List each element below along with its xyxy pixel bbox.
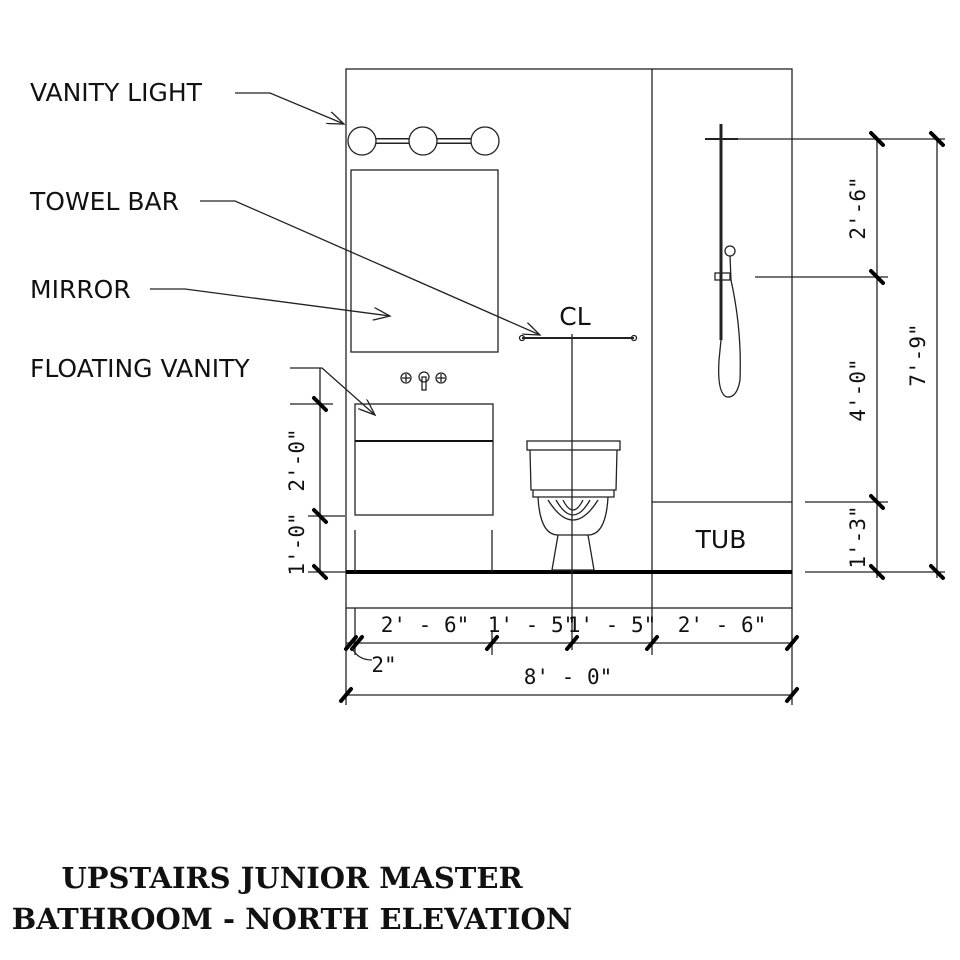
towel-bar <box>518 334 638 342</box>
dim-overall-width: 8' - 0" <box>524 665 613 689</box>
dim-vanity-height: 2'-0" <box>285 428 309 491</box>
dim-tub-height: 1'-3" <box>846 505 870 568</box>
drawing-title-line1: UPSTAIRS JUNIOR MASTER <box>61 861 523 895</box>
floating-vanity <box>354 403 494 572</box>
label-towel-bar: TOWEL BAR <box>29 187 179 216</box>
label-mirror: MIRROR <box>30 275 131 304</box>
dim-overall-height: 7'-9" <box>906 323 930 386</box>
dim-toilet-left: 1' - 5" <box>488 613 577 637</box>
mirror <box>350 169 499 353</box>
dim-toilet-right: 1' - 5" <box>568 613 657 637</box>
dim-offset: 2" <box>371 653 396 677</box>
shower-height-dimensions <box>705 131 945 580</box>
toilet <box>526 440 621 571</box>
label-vanity-light: VANITY LIGHT <box>30 78 203 107</box>
dim-vanity-clearance: 1'-0" <box>285 512 309 575</box>
vanity-height-dimensions <box>290 368 346 580</box>
horizontal-dimensions <box>339 608 799 705</box>
shower-fixture <box>705 124 741 398</box>
dim-shower-head-section: 2'-6" <box>846 176 870 239</box>
vanity-light <box>347 126 500 156</box>
centerline-label: CL <box>559 302 590 331</box>
dim-tub-width: 2' - 6" <box>678 613 767 637</box>
faucet <box>400 371 447 391</box>
dim-vanity-width: 2' - 6" <box>381 613 470 637</box>
dim-shower-mid-section: 4'-0" <box>846 358 870 421</box>
tub-label: TUB <box>695 525 747 554</box>
label-floating-vanity: FLOATING VANITY <box>30 354 250 383</box>
drawing-title-line2: BATHROOM - NORTH ELEVATION <box>12 902 572 936</box>
wall-outline <box>345 68 793 609</box>
